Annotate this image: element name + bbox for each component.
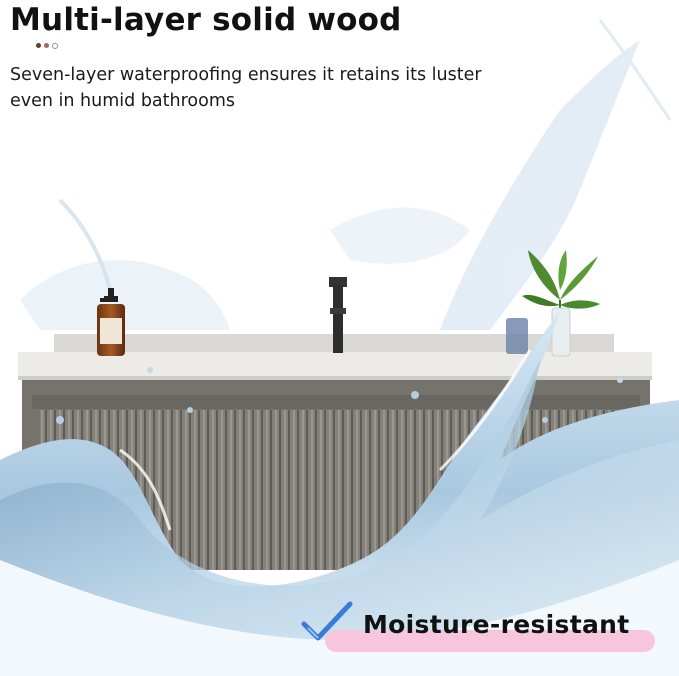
countertop (18, 334, 652, 380)
faucet (329, 277, 347, 353)
soap-bottle (97, 288, 125, 356)
cup (506, 318, 528, 354)
page-title: Multi-layer solid wood (10, 2, 402, 38)
badge-label: Moisture-resistant (363, 610, 630, 639)
dot-3 (52, 43, 58, 49)
dot-1 (36, 43, 41, 48)
plant (522, 250, 600, 357)
checkmark-icon (301, 601, 353, 641)
dot-2 (44, 43, 49, 48)
badge-highlight (325, 630, 655, 652)
background-splash (20, 19, 672, 330)
page-subtitle: Seven-layer waterproofing ensures it ret… (10, 65, 482, 111)
carousel-dots (36, 43, 58, 49)
